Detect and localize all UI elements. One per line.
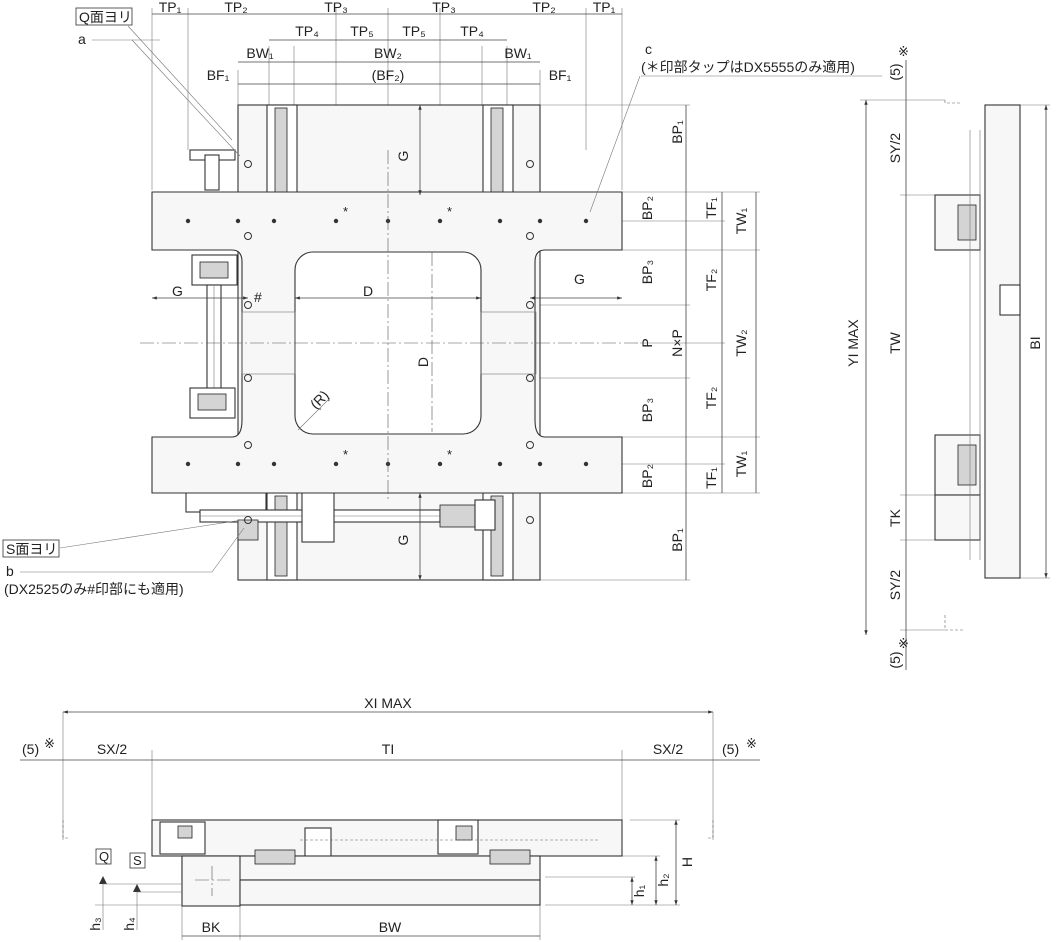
note-c-text: (＊印部タップはDX5555のみ適用) <box>641 59 855 75</box>
note-mark-top: ※ <box>898 44 909 59</box>
g-label-left: G <box>172 283 183 299</box>
note-mark-left: ※ <box>44 736 55 751</box>
five-bottom-label: (5) <box>887 651 903 668</box>
tp2-right-label: TP₂ <box>532 0 555 15</box>
tp-dimension-labels: TP₁ TP₂ TP₃ TP₃ TP₂ TP₁ TP₄ TP₅ TP₅ TP₄ … <box>159 0 616 83</box>
tp4-right-label: TP₄ <box>460 23 484 39</box>
top-view: TP₁ TP₂ TP₃ TP₃ TP₂ TP₁ TP₄ TP₅ TP₅ TP₄ … <box>2 0 882 597</box>
five-right-label: (5) <box>722 741 739 757</box>
h-label: H <box>679 857 695 867</box>
q-reference-box <box>75 7 133 26</box>
note-b-text: (DX2525のみ#印部にも適用) <box>4 581 184 597</box>
note-a-label: a <box>78 31 86 47</box>
note-c-label: c <box>645 41 652 57</box>
tp1-left-label: TP₁ <box>159 0 182 15</box>
five-top-label: (5) <box>887 63 903 80</box>
bp3-bottom-label: BP₃ <box>639 398 655 422</box>
asterisk-mark: * <box>447 204 452 219</box>
d-height-label: D <box>415 357 431 367</box>
note-mark-bottom: ※ <box>898 636 909 651</box>
y-axis-motor <box>189 149 238 419</box>
s-reference-label: S面ヨリ <box>6 541 57 557</box>
tw-label: TW <box>887 331 903 354</box>
tp2-left-label: TP₂ <box>224 0 247 15</box>
bk-label: BK <box>202 919 221 935</box>
g-label-bottom: G <box>395 535 411 546</box>
tf1-bottom-label: TF₁ <box>703 467 719 489</box>
tp3-left-label: TP₃ <box>324 0 348 15</box>
q-datum-label: Q <box>99 849 109 864</box>
tw1-bottom-label: TW₁ <box>733 450 749 477</box>
tw2-label: TW₂ <box>733 329 749 356</box>
front-base <box>239 879 541 906</box>
tf2-bottom-label: TF₂ <box>703 387 719 410</box>
sy-half-top-label: SY/2 <box>887 133 903 164</box>
sx-half-left-label: SX/2 <box>97 741 128 757</box>
side-table <box>984 104 1021 579</box>
bp1-top-label: BP₁ <box>669 120 685 144</box>
sx-half-right-label: SX/2 <box>653 741 684 757</box>
bp2-bottom-label: BP₂ <box>639 464 655 488</box>
vertical-dimension-labels: BP₁ BP₂ BP₃ P BP₃ BP₂ BP₁ N×P TF₁ TF₂ TF… <box>639 120 749 552</box>
p-label: P <box>639 338 655 347</box>
ti-label: TI <box>382 741 394 757</box>
tp4-left-label: TP₄ <box>295 23 319 39</box>
tp1-right-label: TP₁ <box>593 0 616 15</box>
g-label-top: G <box>395 151 411 162</box>
sy-half-bottom-label: SY/2 <box>887 570 903 601</box>
tf2-top-label: TF₂ <box>703 269 719 292</box>
bp3-top-label: BP₃ <box>639 260 655 284</box>
s-datum-label: S <box>133 853 142 868</box>
hash-mark: # <box>254 289 262 305</box>
h2-label: h₂ <box>655 873 671 886</box>
bw-label: BW <box>379 919 402 935</box>
bw2-label: BW₂ <box>374 45 402 61</box>
q-datum-box <box>95 848 112 865</box>
s-reference-box <box>2 539 60 558</box>
s-datum-box <box>129 852 146 869</box>
side-view-labels: (5) ※ SY/2 YI MAX TW TK SY/2 (5) ※ BI <box>845 44 1043 669</box>
front-view: Q S XI MAX (5) ※ SX/2 TI SX/2 (5) ※ H h₂… <box>20 695 760 940</box>
front-table <box>151 819 623 857</box>
five-left-label: (5) <box>22 741 39 757</box>
tk-label: TK <box>887 508 903 527</box>
side-motor <box>934 494 981 541</box>
bp1-bottom-label: BP₁ <box>669 528 685 552</box>
h4-label: h₄ <box>121 917 137 931</box>
tp5-right-label: TP₅ <box>402 23 426 39</box>
bi-label: BI <box>1027 336 1043 349</box>
asterisk-mark: * <box>343 204 348 219</box>
note-b-label: b <box>6 563 14 579</box>
note-mark-right: ※ <box>746 736 757 751</box>
front-middle-carriage <box>181 855 541 881</box>
tp3-right-label: TP₃ <box>432 0 456 15</box>
bw1-left-label: BW₁ <box>246 45 274 61</box>
side-view: (5) ※ SY/2 YI MAX TW TK SY/2 (5) ※ BI <box>845 44 1050 670</box>
bf1-left-label: BF₁ <box>207 67 230 83</box>
h1-label: h₁ <box>631 884 647 897</box>
d-width-label: D <box>363 283 373 299</box>
q-reference-label: Q面ヨリ <box>79 9 132 25</box>
bf1-right-label: BF₁ <box>549 67 572 83</box>
tw1-top-label: TW₁ <box>733 207 749 234</box>
g-label-right: G <box>574 271 585 287</box>
asterisk-mark: * <box>343 447 348 462</box>
front-motor <box>181 855 241 907</box>
mounting-holes <box>185 160 589 524</box>
x-axis-motor <box>185 491 496 543</box>
bw1-right-label: BW₁ <box>504 45 532 61</box>
tp5-left-label: TP₅ <box>350 23 374 39</box>
tf1-top-label: TF₁ <box>703 197 719 219</box>
xi-max-label: XI MAX <box>364 695 412 711</box>
front-view-labels: XI MAX (5) ※ SX/2 TI SX/2 (5) ※ H h₂ h₁ … <box>22 695 757 935</box>
asterisk-mark: * <box>447 447 452 462</box>
bf2-label: (BF₂) <box>372 67 405 83</box>
bp2-top-label: BP₂ <box>639 196 655 220</box>
h3-label: h₃ <box>87 917 103 931</box>
yi-max-label: YI MAX <box>845 319 861 367</box>
nxp-label: N×P <box>669 329 685 357</box>
